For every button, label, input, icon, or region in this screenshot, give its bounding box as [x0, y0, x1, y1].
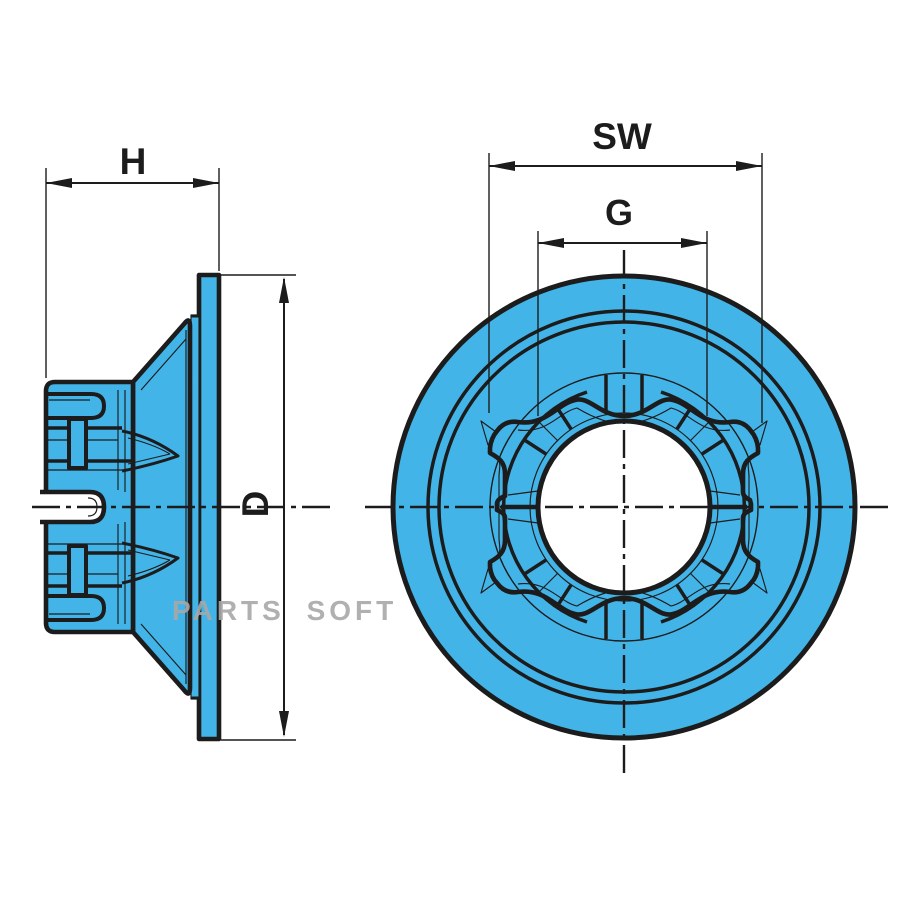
d-arrow-top — [279, 277, 289, 303]
watermark: PARTS SOFT — [172, 595, 397, 626]
g-dim-label: G — [605, 192, 633, 233]
lower-wing — [121, 541, 180, 585]
sw-extension-lines — [488, 153, 763, 423]
g-arrow-left — [538, 238, 564, 248]
front-view — [365, 250, 888, 775]
d-dim-label: D — [235, 491, 276, 518]
sw-dim-label: SW — [592, 116, 652, 157]
spokes — [522, 405, 726, 609]
corner-gussets — [480, 420, 768, 594]
sw-dimension: SW — [488, 116, 763, 423]
cone-rim-caps — [191, 314, 199, 700]
g-extension-lines — [537, 231, 708, 416]
upper-wing-detail — [127, 437, 171, 465]
side-view — [32, 272, 332, 742]
h-dimension: H — [45, 141, 220, 378]
upper-wing — [121, 429, 180, 473]
cone-body — [130, 318, 193, 696]
d-extension-lines — [221, 274, 296, 741]
slot-gap-details — [507, 490, 741, 524]
h-dim-label: H — [120, 141, 147, 182]
lower-clip — [67, 544, 88, 597]
sw-arrow-left — [489, 161, 515, 171]
g-arrow-right — [681, 238, 707, 248]
d-dimension: D — [221, 274, 296, 741]
spoke-midlines — [537, 420, 711, 594]
g-dimension: G — [537, 192, 708, 416]
upper-clip — [67, 417, 88, 470]
d-arrow-bottom — [279, 711, 289, 737]
h-arrow-right — [193, 178, 219, 188]
castellated-aperture — [487, 397, 761, 617]
lower-wing-detail — [127, 549, 171, 577]
h-extension-lines — [45, 168, 220, 378]
lower-finger — [47, 594, 106, 622]
h-arrow-left — [46, 178, 72, 188]
u-slot-fill — [40, 492, 104, 522]
sw-arrow-right — [736, 161, 762, 171]
finger-bridges — [604, 375, 644, 639]
upper-finger — [47, 392, 106, 420]
